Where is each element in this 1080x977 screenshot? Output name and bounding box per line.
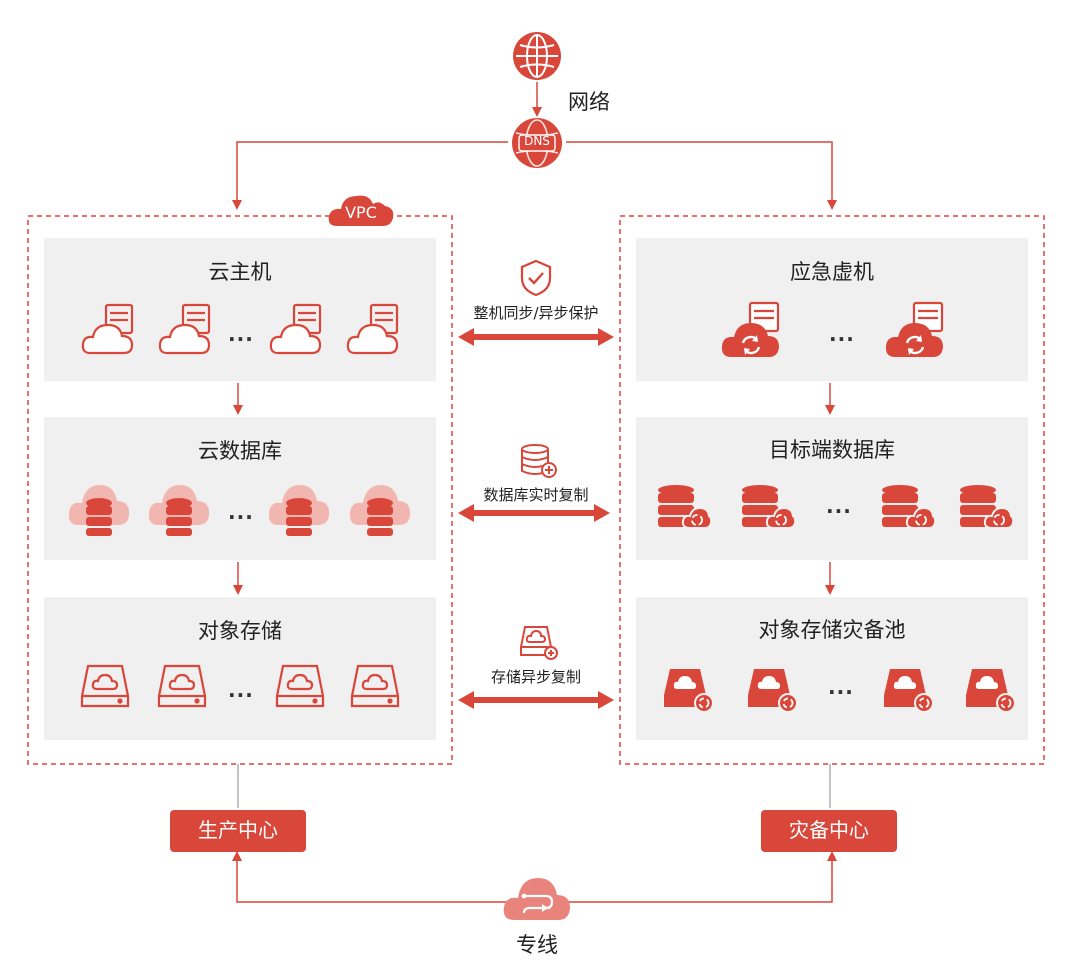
dedicated-line-cloud-icon bbox=[503, 878, 570, 920]
database-sync-icon bbox=[658, 485, 713, 529]
storage-repl-label: 存储异步复制 bbox=[490, 668, 581, 686]
production-center-badge: 生产中心 bbox=[170, 810, 306, 852]
vpc-label: VPC bbox=[345, 203, 377, 222]
panel-title-emergency-vm: 应急虚机 bbox=[790, 260, 874, 284]
cloud-server-icon bbox=[81, 303, 134, 355]
vpc-box-disaster bbox=[619, 215, 1045, 765]
cloud-server-icon bbox=[269, 303, 322, 355]
database-add-icon bbox=[521, 444, 557, 478]
dedicated-line-label: 专线 bbox=[516, 933, 558, 957]
dns-to-disaster-arrow bbox=[566, 141, 837, 210]
cloud-vm-sync-icon bbox=[885, 301, 944, 357]
database-sync-icon bbox=[882, 485, 937, 529]
panel-title-cloud-db: 云数据库 bbox=[198, 439, 282, 463]
cloud-server-icon bbox=[158, 303, 211, 355]
dns-to-production-arrow bbox=[232, 141, 508, 210]
cloud-vm-sync-icon bbox=[721, 301, 780, 357]
line-to-disaster-arrow bbox=[566, 851, 837, 903]
cloud-database-icon bbox=[268, 485, 330, 536]
ellipsis: ... bbox=[228, 678, 254, 702]
ellipsis: ... bbox=[828, 675, 854, 699]
cloud-database-icon bbox=[148, 485, 210, 536]
db-repl-label: 数据库实时复制 bbox=[483, 486, 589, 504]
ellipsis: ... bbox=[826, 494, 852, 518]
panel-object-storage: 对象存储 bbox=[44, 597, 436, 740]
panel-title-object-storage: 对象存储 bbox=[198, 619, 282, 643]
storage-sync-icon bbox=[748, 669, 798, 713]
storage-drive-icon bbox=[80, 664, 130, 708]
dns-text: DNS bbox=[524, 134, 550, 148]
storage-sync-icon bbox=[966, 669, 1016, 713]
ellipsis: ... bbox=[829, 322, 855, 346]
line-to-production-arrow bbox=[232, 851, 508, 903]
storage-sync-icon bbox=[884, 669, 934, 713]
shield-check-icon bbox=[520, 259, 552, 297]
panel-title-target-db: 目标端数据库 bbox=[769, 438, 895, 462]
storage-drive-icon bbox=[275, 664, 325, 708]
database-sync-icon bbox=[960, 485, 1015, 529]
storage-add-icon bbox=[520, 626, 558, 660]
globe-icon bbox=[513, 32, 561, 80]
storage-sync-icon bbox=[664, 669, 714, 713]
dns-icon: DNS bbox=[510, 116, 564, 170]
vpc-box-production bbox=[27, 215, 453, 765]
panel-title-storage-pool: 对象存储灾备池 bbox=[758, 618, 906, 642]
panel-title-cloud-host: 云主机 bbox=[208, 260, 272, 284]
vpc-cloud-tag: VPC bbox=[327, 190, 395, 228]
storage-repl-double-arrow bbox=[458, 691, 614, 709]
db-repl-double-arrow bbox=[458, 504, 610, 522]
storage-drive-icon bbox=[350, 664, 400, 708]
panel-emergency-vm: 应急虚机 bbox=[636, 238, 1028, 381]
network-label: 网络 bbox=[568, 90, 610, 114]
panel-storage-pool: 对象存储灾备池 bbox=[636, 597, 1028, 740]
database-sync-icon bbox=[742, 485, 797, 529]
ellipsis: ... bbox=[228, 500, 254, 524]
vm-sync-label: 整机同步/异步保护 bbox=[473, 304, 599, 322]
disaster-center-badge: 灾备中心 bbox=[761, 810, 897, 852]
vm-sync-double-arrow bbox=[458, 328, 614, 346]
cloud-database-icon bbox=[349, 485, 411, 536]
cloud-server-icon bbox=[346, 303, 399, 355]
cloud-database-icon bbox=[68, 485, 130, 536]
ellipsis: ... bbox=[228, 322, 254, 346]
storage-drive-icon bbox=[157, 664, 207, 708]
